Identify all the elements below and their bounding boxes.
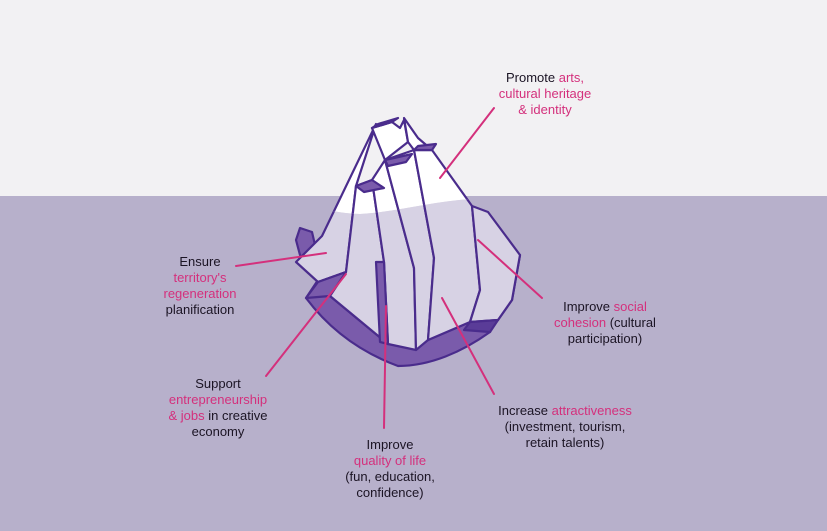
label-increase-attractiveness: Increase attractiveness (investment, tou… [490, 403, 640, 451]
label-text: Ensure [179, 254, 221, 269]
label-highlight: quality of life [353, 453, 427, 468]
label-text: Support [195, 376, 241, 391]
label-promote-arts: Promote arts, cultural heritage & identi… [470, 70, 620, 118]
label-text: Improve [366, 437, 414, 452]
label-text: (investment, tourism, [504, 419, 626, 434]
leader-line-quality [383, 305, 387, 429]
label-highlight: cohesion [554, 315, 607, 330]
label-text: Improve [563, 299, 614, 314]
iceberg-peaks [304, 116, 500, 346]
label-highlight: & identity [518, 102, 572, 117]
label-highlight: & jobs [168, 408, 205, 423]
label-highlight: attractiveness [551, 403, 632, 418]
label-text: (fun, education, [345, 469, 435, 484]
label-text: planification [165, 302, 235, 317]
label-text: economy [191, 424, 245, 439]
label-highlight: arts, [558, 70, 585, 85]
leader-line-ensure [235, 252, 327, 267]
label-text: Increase [498, 403, 552, 418]
label-text: in creative [204, 408, 268, 423]
label-improve-quality-of-life: Improve quality of life (fun, education,… [320, 437, 460, 501]
label-text: participation) [567, 331, 643, 346]
leader-line-social [477, 239, 543, 299]
label-improve-social-cohesion: Improve social cohesion (cultural partic… [530, 299, 680, 347]
label-text: Promote [505, 70, 559, 85]
label-highlight: regeneration [163, 286, 237, 301]
label-highlight: cultural heritage [498, 86, 592, 101]
label-highlight: social [613, 299, 647, 314]
label-highlight: territory's [173, 270, 227, 285]
leader-line-support [265, 273, 347, 377]
leader-lines [235, 107, 543, 429]
label-text: retain talents) [525, 435, 605, 450]
label-text: confidence) [356, 485, 424, 500]
label-support-entrepreneurship: Support entrepreneurship & jobs in creat… [148, 376, 288, 440]
label-text: (cultural [606, 315, 656, 330]
leader-line-attract [441, 297, 495, 395]
label-ensure-regeneration: Ensure territory's regeneration planific… [140, 254, 260, 318]
label-highlight: entrepreneurship [168, 392, 268, 407]
leader-line-promote [439, 107, 495, 179]
